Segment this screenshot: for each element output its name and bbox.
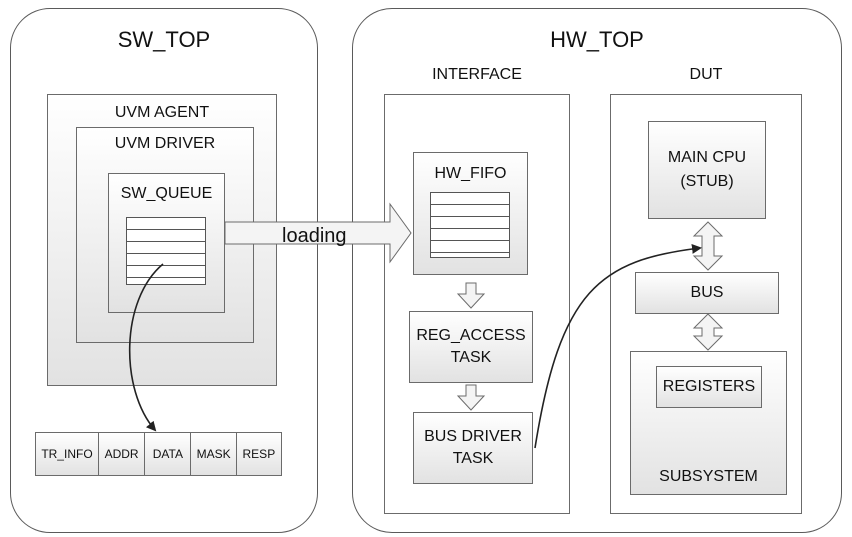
hw-fifo-stack	[430, 192, 510, 258]
main-cpu-line1: MAIN CPU	[667, 149, 747, 166]
registers-label: REGISTERS	[662, 378, 756, 395]
interface-title: INTERFACE	[432, 66, 522, 83]
bus-label: BUS	[690, 284, 724, 301]
cpu-bus-double-arrow	[692, 221, 724, 271]
reg-access-line2: TASK	[450, 349, 492, 366]
sw-queue-label: SW_QUEUE	[120, 185, 213, 202]
reg-access-task-box: REG_ACCESS TASK	[409, 311, 533, 383]
main-cpu-box: MAIN CPU (STUB)	[648, 121, 766, 219]
bus-driver-task-box: BUS DRIVER TASK	[413, 412, 533, 484]
reg-to-busdriver-arrow	[456, 384, 486, 411]
uvm-agent-label: UVM AGENT	[114, 104, 210, 121]
bus-subsystem-double-arrow	[692, 313, 724, 351]
dut-title: DUT	[689, 66, 723, 83]
bus-driver-line2: TASK	[452, 450, 494, 467]
field-addr: ADDR	[99, 433, 146, 475]
registers-box: REGISTERS	[656, 366, 762, 408]
field-tr-info: TR_INFO	[36, 433, 99, 475]
sw-queue-stack	[126, 217, 206, 285]
bus-driver-line1: BUS DRIVER	[424, 428, 522, 445]
queue-to-fields-arrow	[128, 263, 164, 432]
subsystem-label: SUBSYSTEM	[659, 468, 758, 485]
loading-label: loading	[282, 225, 347, 247]
hw-top-title: HW_TOP	[550, 27, 644, 52]
busdriver-to-bus-arrow	[534, 243, 702, 449]
field-mask: MASK	[191, 433, 237, 475]
uvm-driver-label: UVM DRIVER	[114, 135, 216, 152]
field-resp: RESP	[242, 447, 276, 461]
loading-arrow	[224, 202, 412, 264]
reg-access-line1: REG_ACCESS	[416, 327, 526, 344]
transaction-fields: TR_INFO ADDR DATA MASK RESP	[35, 432, 282, 476]
fifo-to-reg-arrow	[456, 282, 486, 309]
main-cpu-line2: (STUB)	[680, 173, 734, 190]
bus-box: BUS	[635, 272, 779, 314]
hw-fifo-label: HW_FIFO	[434, 165, 507, 182]
field-data: DATA	[145, 433, 192, 475]
sw-top-title: SW_TOP	[117, 27, 211, 52]
